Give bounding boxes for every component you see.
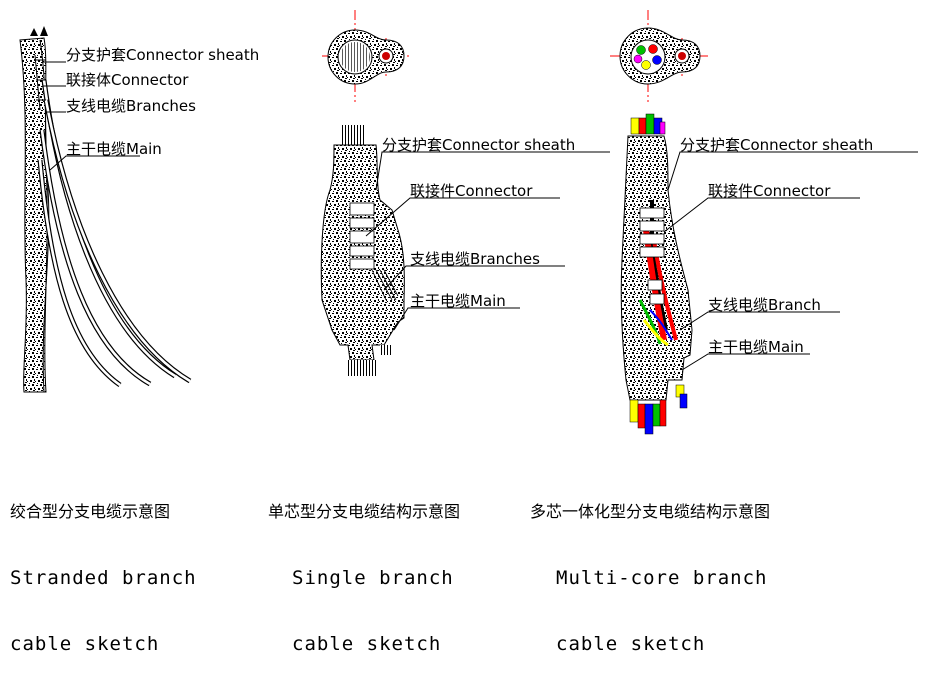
stranded-branches-label: 支线电缆Branches xyxy=(66,97,196,115)
single-main-label: 主干电缆Main xyxy=(410,292,506,310)
multi-connector-sheath-label: 分支护套Connector sheath xyxy=(680,136,873,154)
multi-branch-body xyxy=(620,113,693,435)
stranded-caption: 绞合型分支电缆示意图 Stranded branch cable sketch xyxy=(10,457,197,677)
stranded-caption-en-line2: cable sketch xyxy=(10,633,160,655)
multi-caption-cn: 多芯一体化型分支电缆结构示意图 xyxy=(530,502,771,521)
single-caption-cn: 单芯型分支电缆结构示意图 xyxy=(268,502,461,521)
multi-main-label: 主干电缆Main xyxy=(708,338,804,356)
stranded-leader-lines xyxy=(42,61,140,171)
multi-branch-label: 支线电缆Branch xyxy=(708,296,821,314)
single-caption-en-line1: Single branch xyxy=(292,567,454,589)
single-cross-section xyxy=(322,10,410,102)
multi-connector-label: 联接件Connector xyxy=(708,182,831,200)
stranded-caption-en-line1: Stranded branch xyxy=(10,567,197,589)
single-branches-label: 支线电缆Branches xyxy=(410,250,540,268)
single-caption-en-line2: cable sketch xyxy=(292,633,442,655)
single-branch-body xyxy=(320,125,405,376)
stranded-main-label: 主干电缆Main xyxy=(66,140,162,158)
single-connector-label: 联接件Connector xyxy=(410,182,533,200)
single-caption: 单芯型分支电缆结构示意图 Single branch cable sketch xyxy=(268,457,460,677)
stranded-connector-label: 联接体Connector xyxy=(66,71,189,89)
multi-cross-section xyxy=(610,10,708,102)
diagram-canvas: 分支护套Connector sheath 联接体Connector 支线电缆Br… xyxy=(19,10,918,435)
multi-leader-lines xyxy=(663,151,918,371)
stranded-cable-drawing xyxy=(19,26,192,393)
multi-caption-en-line1: Multi-core branch xyxy=(556,567,768,589)
stranded-connector-sheath-label: 分支护套Connector sheath xyxy=(66,46,259,64)
single-connector-sheath-label: 分支护套Connector sheath xyxy=(382,136,575,154)
multi-caption-en-line2: cable sketch xyxy=(556,633,706,655)
stranded-caption-cn: 绞合型分支电缆示意图 xyxy=(10,502,171,521)
multi-caption: 多芯一体化型分支电缆结构示意图 Multi-core branch cable … xyxy=(530,457,770,677)
single-leader-lines xyxy=(365,151,610,331)
